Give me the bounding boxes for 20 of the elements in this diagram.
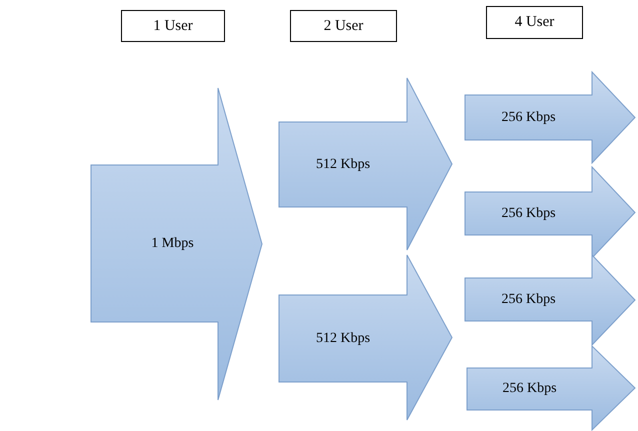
- pointed-block: [91, 88, 262, 400]
- column-heading: 1 User: [153, 18, 193, 34]
- pointed-block: [465, 255, 635, 345]
- bandwidth-label: 256 Kbps: [501, 206, 556, 222]
- pointed-block: [465, 167, 635, 258]
- bandwidth-label: 1 Mbps: [151, 236, 194, 252]
- header-box: [290, 10, 397, 42]
- bandwidth-label: 256 Kbps: [501, 110, 556, 126]
- column-heading: 4 User: [514, 14, 554, 31]
- column-heading: 2 User: [324, 18, 364, 34]
- bandwidth-label: 256 Kbps: [501, 292, 556, 308]
- bandwidth-label: 256 Kbps: [502, 381, 557, 397]
- pointed-block: [467, 346, 635, 430]
- header-box: [486, 6, 583, 39]
- pointed-block: [465, 72, 635, 163]
- bandwidth-label: 512 Kbps: [316, 330, 370, 346]
- pointed-block: [279, 255, 452, 420]
- bandwidth-label: 512 Kbps: [316, 156, 370, 172]
- pointed-block: [279, 78, 452, 250]
- header-box: [121, 10, 225, 42]
